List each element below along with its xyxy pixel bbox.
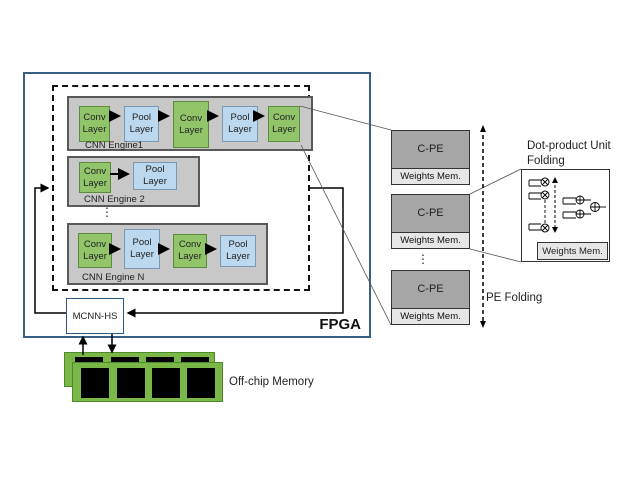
pe-ellipsis: ⋮ [417,252,429,266]
dot-product-title-line2: Folding [527,155,565,167]
layer-label: Pool [132,237,152,248]
c-pe-label: C-PE [417,143,444,155]
dot-product-weights-memory: Weights Mem. [537,242,608,260]
weights-memory-label: Weights Mem. [542,245,603,257]
memory-module-front [72,362,223,402]
memory-chip [187,368,215,398]
layer-label: Layer [178,251,202,262]
scheduler-label: MCNN-HS [72,310,118,322]
off-chip-memory-label: Off-chip Memory [229,376,314,388]
layer-label: Conv [179,112,203,124]
layer-label: Layer [83,250,107,262]
layer-label: Layer [129,124,154,135]
layer-label: Conv [83,165,107,177]
memory-chip [181,357,209,365]
dpu-zoom-line-top [469,168,522,195]
memory-chip [152,368,180,398]
layer-label: Layer [179,124,203,136]
memory-chip [75,357,103,365]
c-pe-label: C-PE [417,283,444,295]
pe-folding-label: PE Folding [486,292,543,304]
fpga-label: FPGA [319,316,361,333]
layer-label: Layer [130,249,154,260]
memory-chip [111,357,139,365]
engine-label: CNN Engine 2 [84,194,145,205]
layer-label: Pool [228,239,248,250]
layer-label: Layer [226,251,250,262]
engine-label: CNN Engine N [82,272,145,283]
c-pe-unit: C-PE Weights Mem. [391,130,470,185]
c-pe-label: C-PE [417,207,444,219]
engine-ellipsis: ⋮ [101,205,113,219]
weights-memory: Weights Mem. [392,232,469,248]
c-pe-unit: C-PE Weights Mem. [391,270,470,325]
pe-folding-arrow-head-down [480,321,486,328]
c-pe-unit: C-PE Weights Mem. [391,194,470,249]
weights-memory: Weights Mem. [392,168,469,184]
layer-label: Layer [228,124,252,135]
memory-chip [146,357,174,365]
layer-label: Conv [83,238,107,250]
dpu-zoom-line-bottom [469,248,522,263]
layer-label: Pool [230,112,250,123]
layer-label: Pool [131,112,151,123]
layer-label: Conv [272,112,296,123]
layer-label: Layer [82,124,107,135]
engine-label: CNN Engine1 [85,140,144,151]
dot-product-title: Dot-product Unit [527,140,611,152]
layer-label: Conv [83,112,106,123]
memory-chip [117,368,145,398]
memory-chip [81,368,109,398]
layer-label: Layer [143,176,167,187]
layer-label: Conv [178,239,202,250]
pe-folding-arrow-head-up [480,125,486,132]
weights-memory: Weights Mem. [392,308,469,324]
layer-label: Layer [83,177,107,189]
layer-label: Layer [272,124,296,135]
mcnn-hs-scheduler: MCNN-HS [66,298,124,334]
layer-label: Pool [145,164,165,175]
